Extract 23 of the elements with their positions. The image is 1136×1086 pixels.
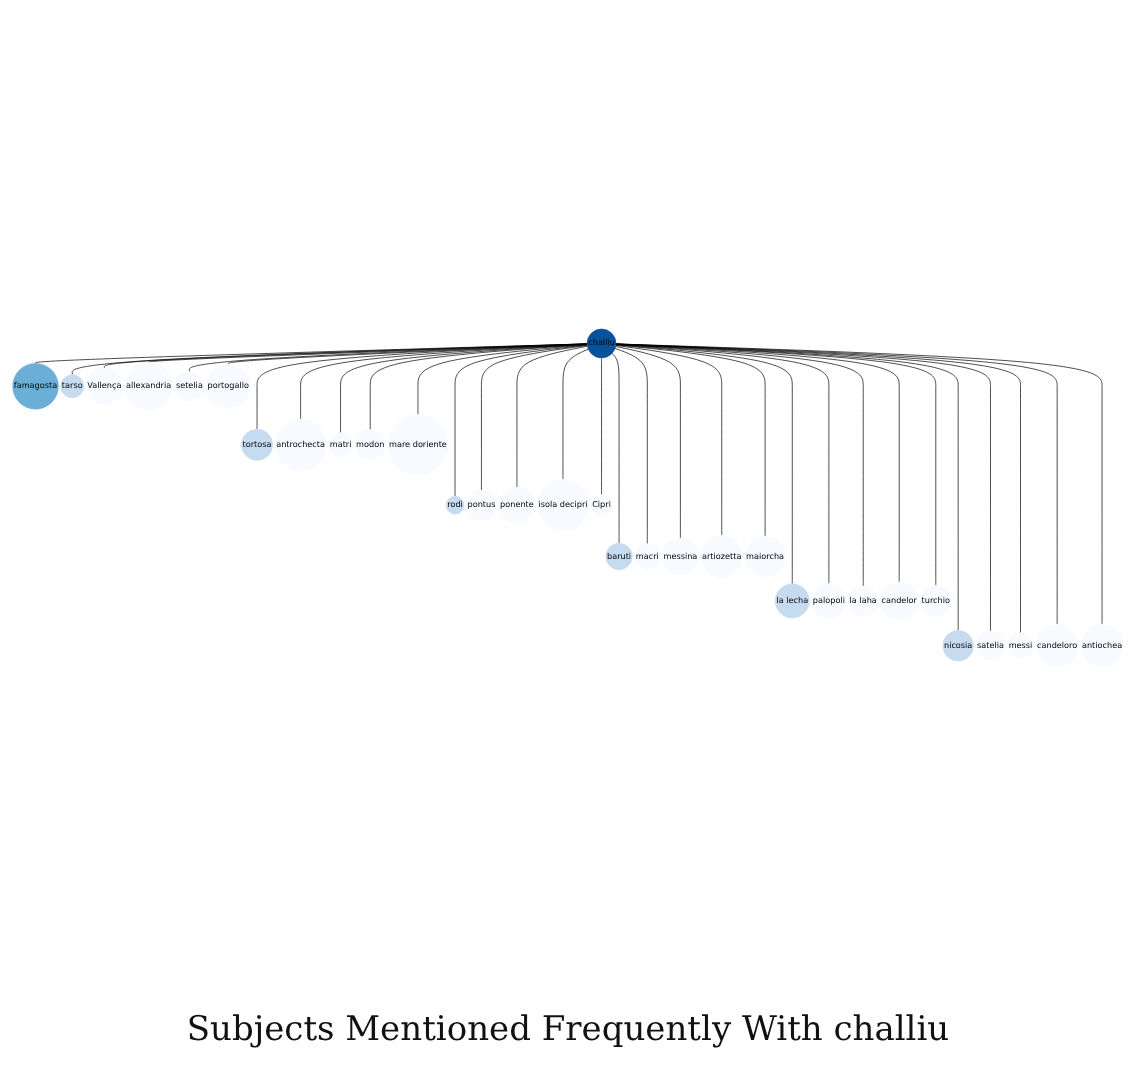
diagram-title: Subjects Mentioned Frequently With challiu <box>186 1010 950 1050</box>
connector <box>256 343 588 430</box>
connector <box>615 344 793 585</box>
connector <box>148 343 588 363</box>
connector <box>601 357 602 496</box>
connector <box>35 343 588 364</box>
connector <box>369 344 588 430</box>
connector <box>615 345 723 536</box>
connector <box>300 343 588 420</box>
connector <box>611 353 620 544</box>
connector <box>614 348 648 545</box>
connector <box>71 343 588 376</box>
connector <box>454 344 588 497</box>
connector <box>615 344 766 537</box>
connector <box>562 348 589 480</box>
connector <box>481 345 588 491</box>
connector <box>615 346 681 539</box>
connector <box>227 343 588 365</box>
connector <box>104 343 588 369</box>
connector <box>340 344 588 434</box>
connector <box>189 343 588 372</box>
connector <box>417 344 588 416</box>
connector <box>516 345 588 488</box>
